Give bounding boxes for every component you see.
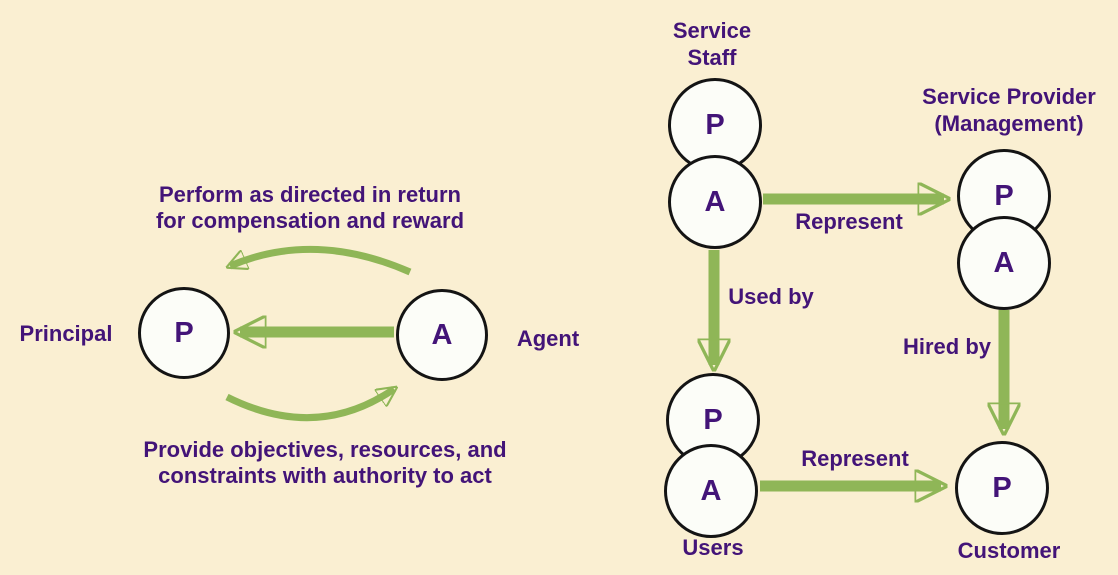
customer-node: P [955, 441, 1049, 535]
perform-arc-arrow [230, 245, 412, 276]
agent-letter: A [431, 318, 453, 351]
perform-caption-line2: for compensation and reward [155, 208, 465, 233]
users-agent-letter: A [700, 474, 722, 507]
service-provider-agent-node: A [957, 216, 1051, 310]
service-provider-label: Service Provider (Management) [922, 83, 1096, 137]
principal-node: P [138, 287, 230, 379]
used-by-label: Used by [728, 284, 814, 309]
provide-caption: Provide objectives, resources, and const… [143, 437, 506, 489]
users-principal-letter: P [703, 403, 723, 436]
service-provider-label-line2: (Management) [934, 111, 1084, 136]
service-provider-label-line1: Service Provider [922, 84, 1096, 109]
service-staff-label-line1: Service [672, 18, 752, 43]
service-staff-label-line2: Staff [687, 45, 737, 70]
users-agent-node: A [664, 444, 758, 538]
service-staff-label: Service Staff [673, 17, 751, 71]
service-provider-agent-letter: A [993, 246, 1015, 279]
provide-caption-line2: constraints with authority to act [158, 463, 492, 488]
represent-bottom-label: Represent [801, 446, 909, 471]
represent-top-label: Represent [795, 209, 903, 234]
agent-label: Agent [516, 326, 580, 351]
provide-arc-arrow [225, 389, 394, 422]
provide-caption-line1: Provide objectives, resources, and [143, 437, 507, 462]
hired-by-label: Hired by [902, 334, 992, 359]
agent-node: A [396, 289, 488, 381]
customer-label: Customer [957, 538, 1061, 563]
perform-caption-line1: Perform as directed in return [159, 182, 461, 207]
principal-letter: P [174, 316, 194, 349]
principal-label: Principal [19, 321, 113, 346]
service-staff-principal-letter: P [705, 108, 725, 141]
customer-letter: P [992, 471, 1012, 504]
service-staff-agent-node: A [668, 155, 762, 249]
perform-caption: Perform as directed in return for compen… [156, 182, 464, 234]
service-provider-principal-letter: P [994, 179, 1014, 212]
service-staff-agent-letter: A [704, 185, 726, 218]
users-label: Users [682, 535, 744, 560]
